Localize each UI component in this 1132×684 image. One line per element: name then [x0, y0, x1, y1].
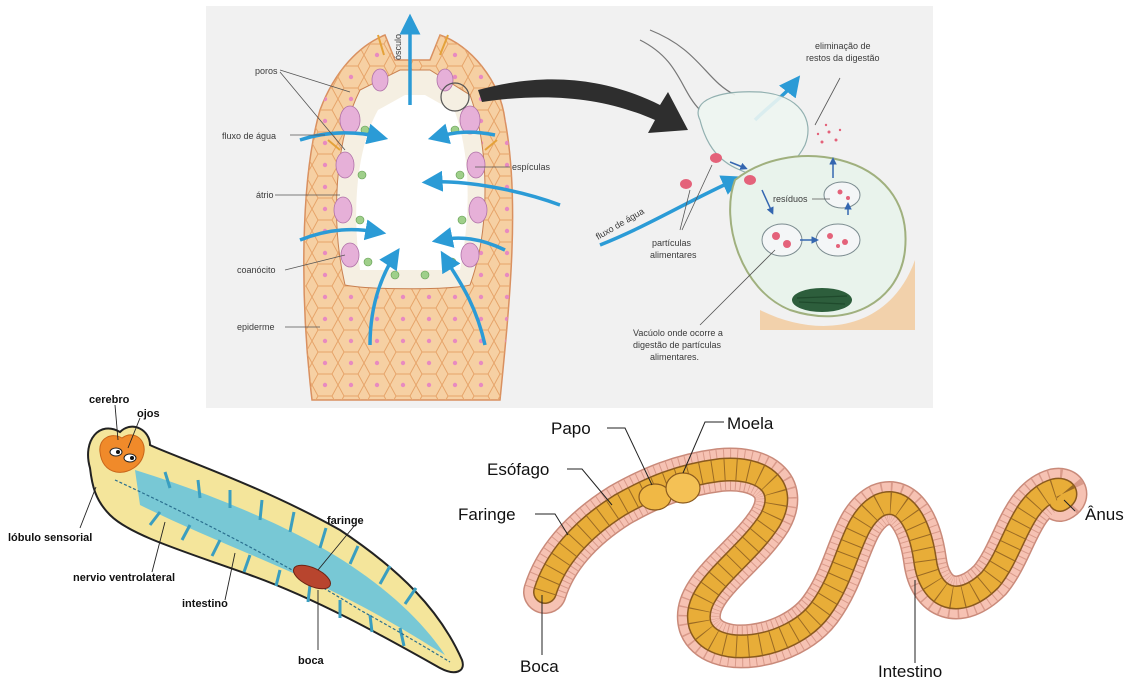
earthworm-label-anus: Ânus [1085, 505, 1124, 524]
earthworm-label-papo: Papo [551, 419, 591, 438]
earthworm-label-esofago: Esófago [487, 460, 549, 479]
earthworm-gizzard [666, 473, 700, 503]
planarian-label-lobulo: lóbulo sensorial [8, 532, 92, 544]
planarian-label-nervio: nervio ventrolateral [73, 572, 175, 584]
label-vacuolo-2: digestão de partículas [633, 340, 722, 350]
label-espiculas: espículas [512, 162, 551, 172]
label-atrio: átrio [256, 190, 274, 200]
earthworm-label-intestino: Intestino [878, 662, 942, 681]
planarian-label-boca: boca [298, 655, 325, 667]
label-eliminacao-2: restos da digestão [806, 53, 880, 63]
planarian-label-faringe: faringe [327, 515, 364, 527]
label-epiderme: epiderme [237, 322, 275, 332]
label-particulas-1: partículas [652, 238, 692, 248]
label-eliminacao-1: eliminação de [815, 41, 871, 51]
label-coanocito: coanócito [237, 265, 276, 275]
earthworm-diagram: Papo Moela Esófago Faringe Ânus Boca Int… [458, 414, 1124, 681]
label-fluxo-agua-left: fluxo de água [222, 131, 276, 141]
label-residuos: resíduos [773, 194, 808, 204]
label-poros: poros [255, 66, 278, 76]
earthworm-label-boca: Boca [520, 657, 559, 676]
planarian-label-cerebro: cerebro [89, 394, 130, 406]
earthworm-label-moela: Moela [727, 414, 774, 433]
label-vacuolo-3: alimentares. [650, 352, 699, 362]
planarian-label-ojos: ojos [137, 408, 160, 420]
sponge-panel: poros ósculo fluxo de água espículas átr… [206, 6, 933, 408]
planarian-diagram: cerebro ojos lóbulo sensorial nervio ven… [8, 394, 463, 672]
label-particulas-2: alimentares [650, 250, 697, 260]
planarian-label-intestino: intestino [182, 598, 228, 610]
earthworm-label-faringe: Faringe [458, 505, 516, 524]
label-vacuolo-1: Vacúolo onde ocorre a [633, 328, 723, 338]
label-osculo: ósculo [393, 34, 403, 60]
